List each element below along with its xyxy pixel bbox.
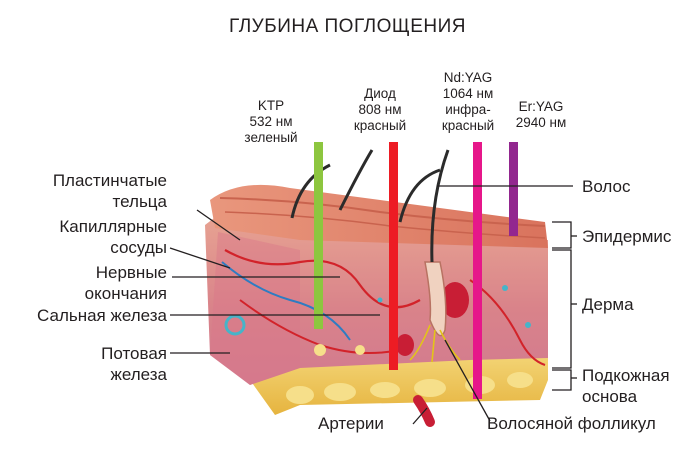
ndyag-color-1: инфра- (430, 102, 506, 118)
label-hair: Волос (582, 176, 631, 197)
ndyag-name: Nd:YAG (430, 70, 506, 86)
label-subcutis: Подкожная основа (582, 365, 670, 407)
ktp-laser-label: KTP 532 нм зеленый (238, 98, 304, 146)
label-hair-follicle: Волосяной фолликул (487, 413, 656, 434)
ndyag-color-2: красный (430, 118, 506, 134)
diode-color: красный (343, 118, 417, 134)
label-arteries: Артерии (318, 413, 384, 434)
label-capillaries: Капиллярные сосуды (59, 216, 167, 258)
diode-laser-label: Диод 808 нм красный (343, 86, 417, 134)
eryag-laser-label: Er:YAG 2940 нм (505, 99, 577, 131)
ndyag-laser-bar (473, 142, 482, 399)
eryag-laser-bar (509, 142, 518, 236)
eryag-wavelength: 2940 нм (505, 115, 577, 131)
label-epidermis: Эпидермис (582, 226, 671, 247)
diode-name: Диод (343, 86, 417, 102)
label-nerve-endings: Нервные окончания (85, 262, 167, 304)
eryag-name: Er:YAG (505, 99, 577, 115)
diode-laser-bar (389, 142, 398, 370)
ktp-laser-bar (314, 142, 323, 329)
ndyag-laser-label: Nd:YAG 1064 нм инфра- красный (430, 70, 506, 134)
ktp-name: KTP (238, 98, 304, 114)
ktp-wavelength: 532 нм (238, 114, 304, 130)
label-sweat-gland: Потовая железа (101, 343, 167, 385)
label-sebaceous-gland: Сальная железа (37, 305, 167, 326)
label-lamellar-corpuscles: Пластинчатые тельца (53, 170, 167, 212)
diode-wavelength: 808 нм (343, 102, 417, 118)
ktp-color: зеленый (238, 130, 304, 146)
label-dermis: Дерма (582, 294, 634, 315)
ndyag-wavelength: 1064 нм (430, 86, 506, 102)
